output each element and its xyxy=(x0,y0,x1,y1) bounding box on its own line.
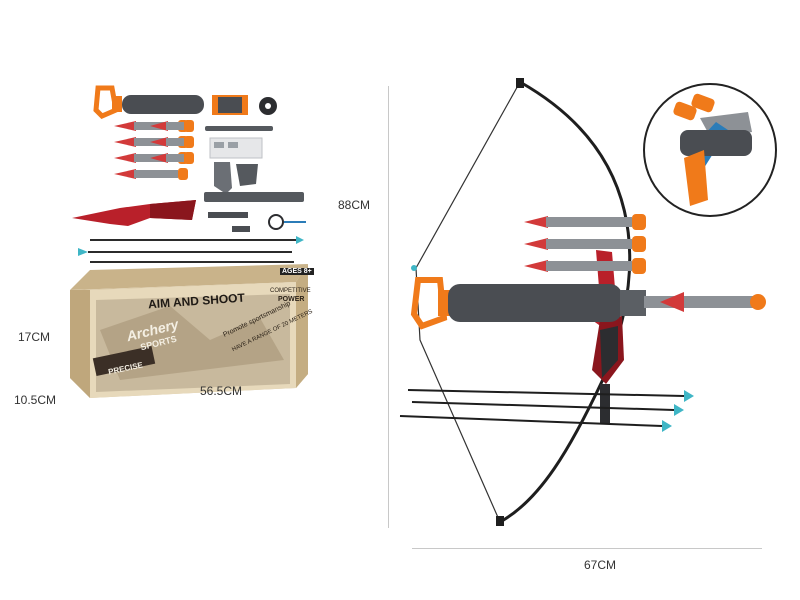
bow-illustration xyxy=(399,78,777,526)
quiver-darts xyxy=(524,214,646,274)
long-arrows xyxy=(399,389,694,432)
bow-width-line xyxy=(412,548,762,549)
box-side-line2: POWER xyxy=(278,296,305,303)
bracket-part xyxy=(214,162,258,194)
bow-height-label: 88CM xyxy=(338,198,371,212)
box-side-line1: COMPETITIVE xyxy=(270,288,311,294)
product-box xyxy=(70,264,308,398)
parts-and-box-illustration xyxy=(70,85,308,398)
handle-part xyxy=(204,192,304,202)
pump-part xyxy=(93,85,204,119)
riser-part xyxy=(72,200,196,226)
pump-cylinder-part xyxy=(212,95,248,115)
box-depth-label: 10.5CM xyxy=(14,393,57,407)
detail-inset xyxy=(643,83,777,217)
small-parts xyxy=(208,212,306,232)
bow-width-label: 67CM xyxy=(584,558,617,572)
ring-part xyxy=(259,97,277,115)
foam-darts xyxy=(114,120,194,180)
sticker-sheet xyxy=(209,137,263,159)
pump-launcher xyxy=(410,277,766,330)
box-height-label: 17CM xyxy=(18,330,51,344)
arrows xyxy=(78,236,304,263)
rod-part xyxy=(205,126,273,131)
box-width-label: 56.5CM xyxy=(200,384,243,398)
panel-divider xyxy=(388,86,389,528)
box-age-badge: AGES 8+ xyxy=(280,268,314,275)
